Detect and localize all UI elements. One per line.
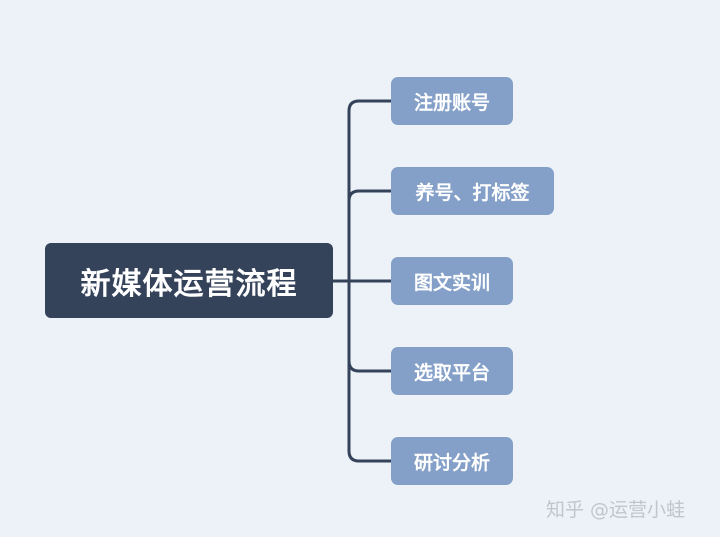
- child-node-platform[interactable]: 选取平台: [391, 347, 513, 395]
- branch-connector: [347, 189, 391, 202]
- branch-connector: [347, 360, 391, 373]
- watermark: 知乎 @运营小蛙: [546, 499, 686, 521]
- root-node[interactable]: 新媒体运营流程: [45, 243, 333, 318]
- child-node-nurture[interactable]: 养号、打标签: [391, 167, 554, 215]
- child-node-analysis[interactable]: 研讨分析: [391, 437, 513, 485]
- child-node-training[interactable]: 图文实训: [391, 257, 513, 305]
- child-node-register[interactable]: 注册账号: [391, 77, 513, 125]
